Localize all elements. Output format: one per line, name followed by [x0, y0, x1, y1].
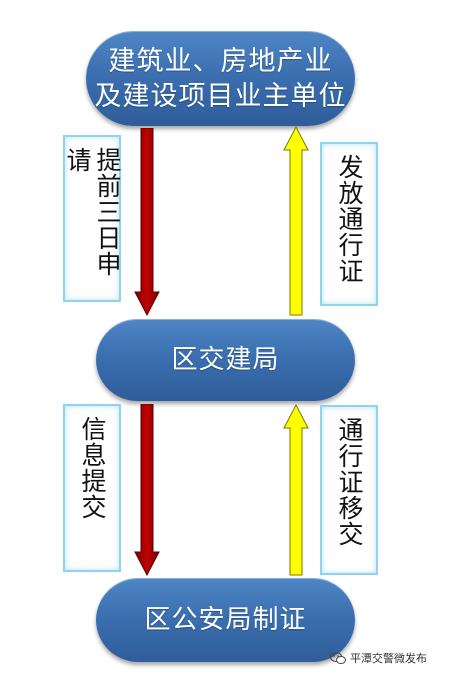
- label-issue: 发放通行证: [335, 154, 364, 284]
- node-police-bureau: 区公安局制证: [96, 578, 355, 662]
- label-apply-box: 提前三日申请: [63, 135, 122, 302]
- node-police-bureau-label: 区公安局制证: [144, 604, 307, 635]
- arrow-down-icon: [134, 128, 160, 316]
- arrow-up-icon: [283, 126, 309, 316]
- arrow-down-icon: [134, 404, 160, 576]
- node-owner-units-line1: 建筑业、房地产业: [108, 45, 333, 77]
- label-apply: 提前三日申请: [63, 147, 122, 277]
- label-issue-box: 发放通行证: [320, 142, 378, 306]
- watermark: 平潭交警微发布: [330, 650, 427, 666]
- label-transfer-box: 通行证移交: [320, 405, 378, 575]
- label-submit: 信息提交: [78, 416, 107, 520]
- label-submit-box: 信息提交: [63, 404, 121, 572]
- label-transfer: 通行证移交: [335, 417, 364, 547]
- node-owner-units: 建筑业、房地产业 及建设项目业主单位: [86, 31, 355, 126]
- watermark-text: 平潭交警微发布: [350, 652, 427, 665]
- node-owner-units-line2: 及建设项目业主单位: [94, 80, 347, 112]
- arrow-up-icon: [283, 404, 309, 576]
- wechat-icon: [330, 652, 346, 664]
- node-traffic-bureau-label: 区交建局: [171, 344, 280, 375]
- node-traffic-bureau: 区交建局: [96, 319, 355, 401]
